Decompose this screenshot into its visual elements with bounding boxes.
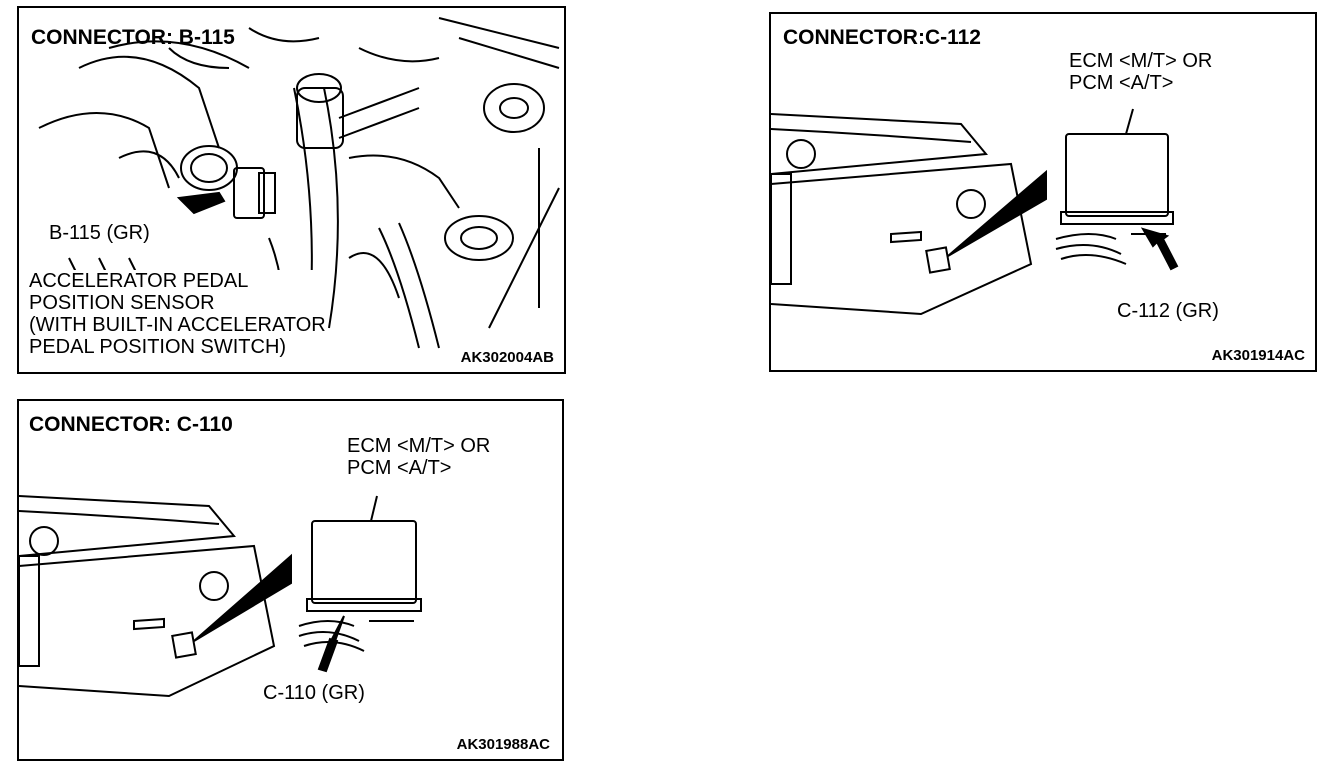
figure-code: AK302004AB — [460, 349, 554, 366]
description-line: POSITION SENSOR — [29, 292, 326, 314]
connector-b115-panel: CONNECTOR: B-115 B-115 (GR) ACCELERATOR … — [17, 6, 566, 374]
unit-label-line: PCM <A/T> — [1069, 72, 1174, 94]
connector-callout-label: B-115 (GR) — [49, 222, 150, 244]
panel-title: CONNECTOR: B-115 — [31, 26, 235, 49]
unit-label-line: PCM <A/T> — [347, 457, 452, 479]
unit-label-line: ECM <M/T> OR — [1069, 50, 1213, 72]
component-description: ACCELERATOR PEDAL POSITION SENSOR (WITH … — [29, 270, 326, 358]
description-line: PEDAL POSITION SWITCH) — [29, 336, 326, 358]
dashboard-ecm-illustration — [19, 495, 422, 698]
connector-c112-panel: CONNECTOR:C-112 ECM <M/T> OR PCM <A/T> C… — [769, 12, 1317, 372]
unit-label: ECM <M/T> OR PCM <A/T> — [347, 435, 490, 479]
dashboard-ecm-illustration — [771, 108, 1179, 316]
panel-title: CONNECTOR:C-112 — [783, 26, 981, 49]
connector-callout-label: C-110 (GR) — [263, 682, 365, 704]
connector-c110-panel: CONNECTOR: C-110 ECM <M/T> OR PCM <A/T> … — [17, 399, 564, 761]
unit-label-line: ECM <M/T> OR — [347, 435, 491, 457]
connector-callout-label: C-112 (GR) — [1117, 300, 1219, 322]
description-line: (WITH BUILT-IN ACCELERATOR — [29, 314, 326, 336]
panel-title: CONNECTOR: C-110 — [29, 413, 233, 436]
description-line: ACCELERATOR PEDAL — [29, 270, 326, 292]
figure-code: AK301988AC — [456, 736, 550, 753]
unit-label: ECM <M/T> OR PCM <A/T> — [1069, 50, 1212, 94]
figure-code: AK301914AC — [1211, 347, 1305, 364]
